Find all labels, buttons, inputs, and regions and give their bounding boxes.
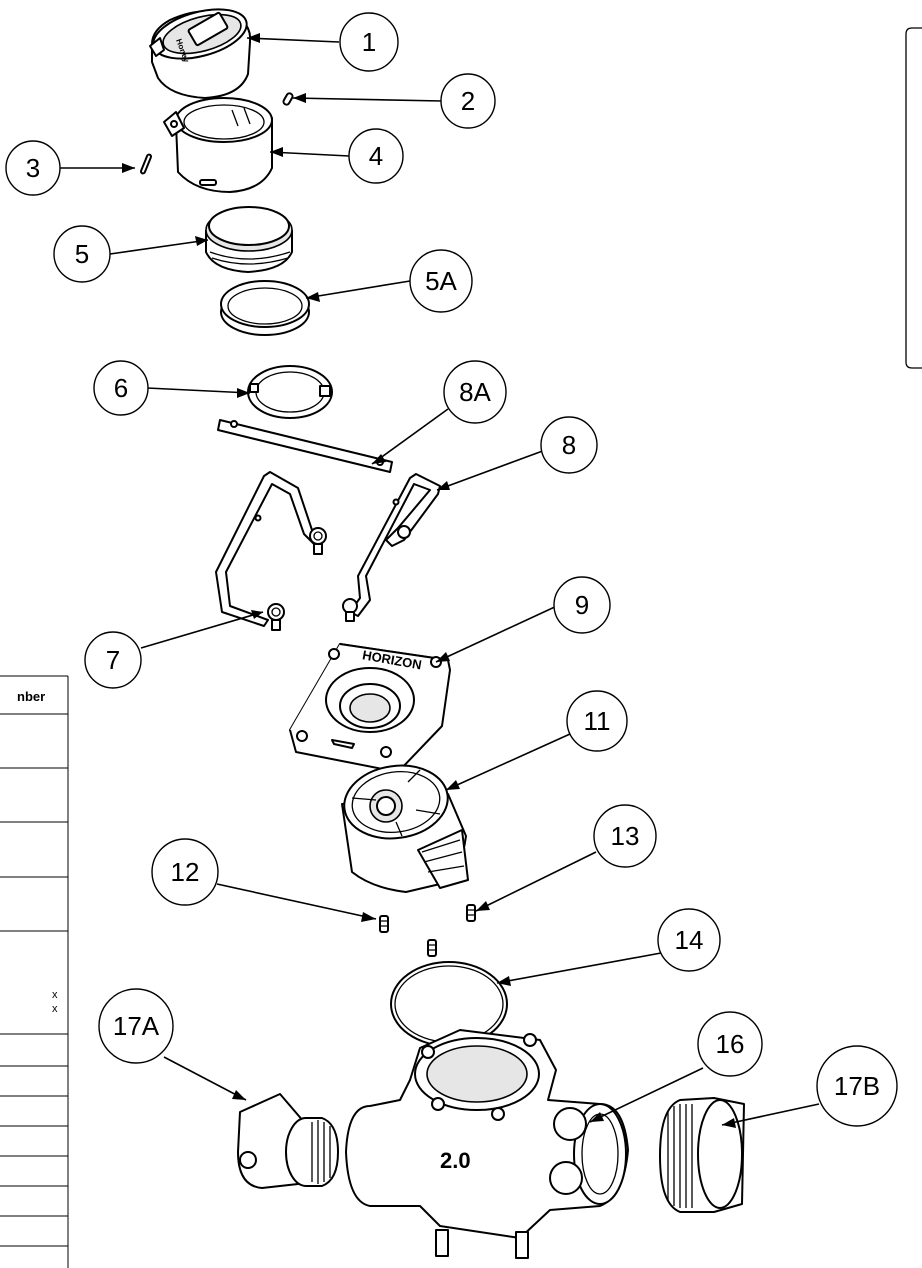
callout-6: 6	[93, 360, 149, 416]
part-1-register-lid: Honey	[149, 8, 252, 99]
callout-7: 7	[84, 631, 142, 689]
callout-17a: 17A	[98, 988, 174, 1064]
part-12-screw	[379, 915, 389, 933]
callout-label: 4	[369, 141, 383, 171]
table-header-fragment: nber	[17, 689, 45, 704]
callout-8a: 8A	[443, 360, 507, 424]
callout-16: 16	[697, 1011, 763, 1077]
part-8-right-bracket	[349, 473, 441, 617]
part-13-screw	[466, 904, 476, 922]
callout-9: 9	[553, 576, 611, 634]
callout-12: 12	[151, 838, 219, 906]
callout-label: 11	[584, 706, 611, 736]
body-size-text: 2.0	[440, 1148, 471, 1173]
callout-label: 12	[171, 857, 200, 887]
callout-label: 17B	[834, 1071, 880, 1101]
callout-11: 11	[566, 690, 628, 752]
callout-label: 8	[562, 430, 576, 460]
callout-2: 2	[440, 73, 496, 129]
callout-5a: 5A	[409, 249, 473, 313]
callout-label: 1	[362, 27, 376, 57]
part-11-measuring-chamber	[341, 764, 469, 893]
callout-label: 5A	[425, 266, 457, 296]
part-6-retaining-clip	[247, 365, 333, 419]
callout-5: 5	[53, 225, 111, 283]
callout-17b: 17B	[816, 1045, 898, 1127]
callout-label: 16	[716, 1029, 745, 1059]
callout-3: 3	[5, 140, 61, 196]
table-mark: x	[52, 1003, 58, 1015]
page-edge-tab	[905, 27, 922, 369]
part-17a-tailpiece	[237, 1093, 339, 1189]
callout-label: 7	[106, 645, 120, 675]
callout-14: 14	[657, 908, 721, 972]
part-8-left-bracket	[215, 471, 323, 627]
parts-list-table: nber x x	[0, 675, 69, 1268]
callout-8: 8	[540, 416, 598, 474]
callout-label: 14	[675, 925, 704, 955]
leader-lines	[60, 33, 820, 1128]
callout-label: 3	[26, 153, 40, 183]
part-5-register-head	[205, 206, 293, 273]
part-16-meter-body: 2.0	[345, 1029, 629, 1259]
callout-label: 8A	[459, 377, 491, 407]
callout-label: 17A	[113, 1011, 160, 1041]
callout-4: 4	[348, 128, 404, 184]
callout-13: 13	[593, 804, 657, 868]
callout-label: 6	[114, 373, 128, 403]
part-5a-ring	[220, 280, 310, 336]
callout-label: 9	[575, 590, 589, 620]
part-17b-tailpiece	[659, 1097, 745, 1213]
part-2-pin	[282, 92, 294, 106]
part-4-shroud-ring	[163, 97, 273, 193]
part-9-top-plate: HORIZON	[289, 643, 451, 773]
part-7-bolts	[267, 525, 411, 631]
part-8a-strap-bar	[217, 419, 393, 473]
callout-1: 1	[339, 12, 399, 72]
part-12-screw	[427, 939, 437, 957]
table-mark: x	[52, 989, 58, 1001]
callout-label: 5	[75, 239, 89, 269]
callout-label: 13	[611, 821, 640, 851]
part-3-hinge-pin	[140, 153, 152, 175]
callout-label: 2	[461, 86, 475, 116]
